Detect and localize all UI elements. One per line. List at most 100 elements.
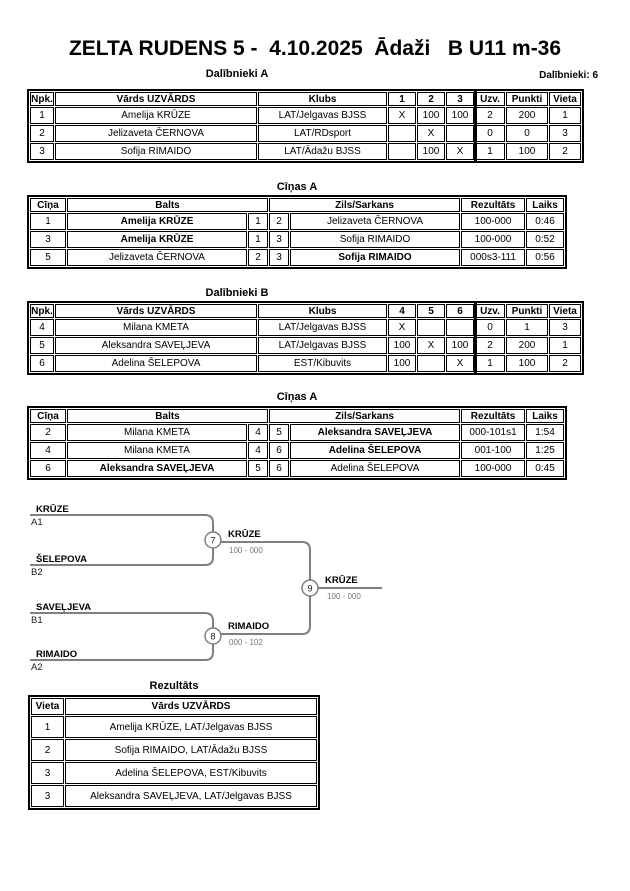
cell-npk: 6 (30, 355, 54, 372)
cell-fight-number: 5 (30, 249, 66, 266)
section-heading-fights-a: Cīņas A (276, 181, 318, 193)
cell-club: EST/Kibuvits (258, 355, 387, 372)
participant-row: 1 Amelija KRŪZE LAT/Jelgavas BJSS X 100 … (30, 107, 581, 124)
cell-club: LAT/RDsport (258, 125, 387, 142)
col-header-club: Klubs (258, 304, 387, 318)
cell-points: 0 (506, 125, 548, 142)
bracket-slot-seed: B2 (31, 567, 43, 578)
cell-result: 100-000 (461, 213, 526, 230)
cell-fight-number: 4 (30, 442, 66, 459)
cell-name: Amelija KRŪZE (55, 107, 257, 124)
cell-result: 000s3-111 (461, 249, 526, 266)
col-header-round-4: 4 (388, 304, 416, 318)
col-header-white: Balts (67, 409, 269, 423)
cell-name: Aleksandra SAVEĻJEVA, LAT/Jelgavas BJSS (65, 785, 317, 807)
result-row: 1 Amelija KRŪZE, LAT/Jelgavas BJSS (31, 716, 317, 738)
cell-blue-seed: 3 (269, 231, 290, 248)
cell-round (446, 125, 474, 142)
participant-row: 2 Jelizaveta ČERNOVA LAT/RDsport X 0 0 3 (30, 125, 581, 142)
cell-points: 100 (506, 143, 548, 160)
participants-count: Dalībnieki: 6 (539, 70, 598, 81)
cell-white-seed: 4 (248, 442, 269, 459)
match-node-circle-8 (204, 627, 222, 645)
cell-place: 3 (549, 319, 581, 336)
header-row: Cīņa Balts Zils/Sarkans Rezultāts Laiks (30, 409, 565, 423)
cell-white-seed: 1 (248, 231, 269, 248)
cell-time: 0:56 (526, 249, 565, 266)
cell-round (417, 355, 445, 372)
bracket-winner-name: KRŪZE (228, 529, 261, 540)
cell-name: Sofija RIMAIDO, LAT/Ādažu BJSS (65, 739, 317, 761)
cell-npk: 5 (30, 337, 54, 354)
page-title: ZELTA RUDENS 5 - 4.10.2025 Ādaži B U11 m… (68, 37, 562, 60)
header-row: Vieta Vārds UZVĀRDS (31, 698, 317, 715)
cell-blue-name: Adelina ŠELEPOVA (290, 442, 461, 459)
col-header-round-3: 3 (446, 92, 474, 106)
cell-npk: 2 (30, 125, 54, 142)
result-row: 3 Adelina ŠELEPOVA, EST/Kibuvits (31, 762, 317, 784)
col-header-wins: Uzv. (475, 92, 505, 106)
cell-round: X (446, 143, 474, 160)
col-header-time: Laiks (526, 198, 565, 212)
bracket-winner-score: 100 - 000 (229, 546, 263, 555)
bracket-slot-seed: B1 (31, 615, 43, 626)
col-header-result: Rezultāts (461, 198, 526, 212)
cell-club: LAT/Ādažu BJSS (258, 143, 387, 160)
cell-wins: 2 (475, 107, 505, 124)
fight-row: 2 Milana KMETA 4 5 Aleksandra SAVEĻJEVA … (30, 424, 565, 441)
cell-white-name: Milana KMETA (67, 424, 247, 441)
section-heading-fights-b: Cīņas A (276, 391, 318, 403)
header-row: Npk. Vārds UZVĀRDS Klubs 4 5 6 Uzv. Punk… (30, 304, 581, 318)
match-node-circle-9 (301, 579, 319, 597)
cell-npk: 1 (30, 107, 54, 124)
cell-fight-number: 2 (30, 424, 66, 441)
col-header-result: Rezultāts (461, 409, 526, 423)
col-header-npk: Npk. (30, 304, 54, 318)
cell-name: Adelina ŠELEPOVA (55, 355, 257, 372)
participant-row: 4 Milana KMETA LAT/Jelgavas BJSS X 0 1 3 (30, 319, 581, 336)
cell-white-name: Milana KMETA (67, 442, 247, 459)
cell-place: 1 (549, 337, 581, 354)
cell-round: X (388, 319, 416, 336)
cell-round: X (388, 107, 416, 124)
cell-time: 0:52 (526, 231, 565, 248)
cell-blue-seed: 5 (269, 424, 290, 441)
bracket-champion-score: 100 - 000 (327, 592, 361, 601)
bracket-slot-name: RIMAIDO (36, 649, 77, 660)
cell-place: 3 (31, 785, 64, 807)
col-header-name: Vārds UZVĀRDS (55, 304, 257, 318)
bracket-slot-name: KRŪZE (36, 504, 69, 515)
col-header-fight: Cīņa (30, 409, 66, 423)
cell-club: LAT/Jelgavas BJSS (258, 319, 387, 336)
header-row: Cīņa Balts Zils/Sarkans Rezultāts Laiks (30, 198, 565, 212)
cell-round (417, 319, 445, 336)
cell-place: 3 (31, 762, 64, 784)
cell-blue-name: Sofija RIMAIDO (290, 249, 461, 266)
cell-blue-name: Adelina ŠELEPOVA (290, 460, 461, 477)
cell-blue-seed: 6 (269, 442, 290, 459)
bracket-winner-line-8 (221, 588, 311, 635)
bracket-diagram: 7 8 9 KRŪZE A1 ŠELEPOVA B2 SAVEĻJEVA B1 … (30, 504, 382, 673)
results-table: Vieta Vārds UZVĀRDS 1 Amelija KRŪZE, LAT… (28, 695, 320, 810)
fights-a-table: Cīņa Balts Zils/Sarkans Rezultāts Laiks … (27, 195, 568, 269)
cell-white-seed: 1 (248, 213, 269, 230)
cell-place: 3 (549, 125, 581, 142)
col-header-round-2: 2 (417, 92, 445, 106)
col-header-npk: Npk. (30, 92, 54, 106)
cell-wins: 0 (475, 125, 505, 142)
bracket-winner-line-7 (221, 541, 311, 588)
cell-club: LAT/Jelgavas BJSS (258, 337, 387, 354)
cell-fight-number: 6 (30, 460, 66, 477)
cell-round: 100 (388, 337, 416, 354)
cell-result: 100-000 (461, 460, 526, 477)
cell-points: 200 (506, 337, 548, 354)
cell-place: 1 (549, 107, 581, 124)
bracket-slot-name: ŠELEPOVA (36, 553, 87, 565)
bracket-slot-seed: A2 (31, 662, 43, 673)
cell-name: Jelizaveta ČERNOVA (55, 125, 257, 142)
cell-name: Sofija RIMAIDO (55, 143, 257, 160)
fight-row: 5 Jelizaveta ČERNOVA 2 3 Sofija RIMAIDO … (30, 249, 565, 266)
cell-place: 2 (31, 739, 64, 761)
cell-name: Amelija KRŪZE, LAT/Jelgavas BJSS (65, 716, 317, 738)
